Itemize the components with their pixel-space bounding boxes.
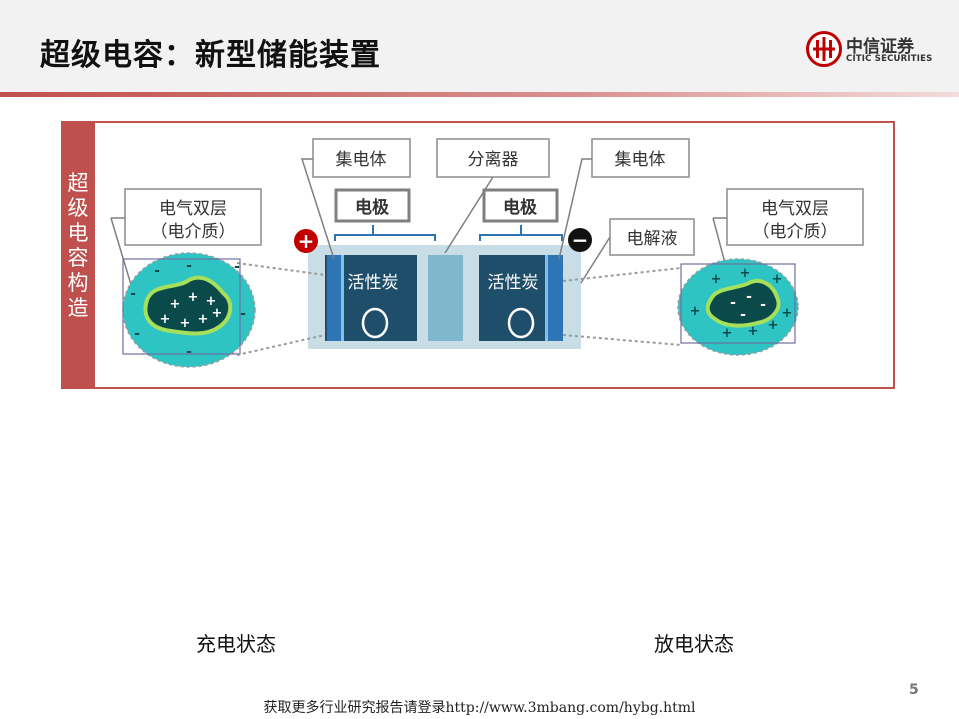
svg-text:-: - [234,259,240,275]
sidebar-label-char: 级 [67,196,89,220]
svg-text:+: + [748,324,759,339]
collector-right-callout [591,138,690,178]
sidebar-label-char: 容 [67,246,89,270]
separator-label: 分离器 [468,150,519,170]
logo-text-en: CITIC SECURITIES [846,54,933,64]
svg-text:+: + [722,326,733,341]
svg-text:−: − [572,228,589,252]
page-title: 超级电容：新型储能装置 [40,38,381,73]
sidebar-label-char: 电 [67,221,89,245]
svg-text:-: - [730,295,736,311]
collector-left-callout [312,138,411,178]
positive-terminal-icon [294,229,318,253]
svg-text:+: + [772,272,783,287]
svg-text:+: + [768,318,779,333]
discharged-grain [705,278,781,328]
svg-text:电气双层: 电气双层 [761,199,829,219]
electrode-right-label: 电极 [503,197,537,218]
double-layer-left-callout [124,188,262,246]
electrode-left-label: 电极 [355,197,389,218]
charged-plus-ions: +++ ++++ [160,290,223,331]
supercapacitor-diagram: 活性炭 活性炭 电极 电极 集电体 分离器 集电体 电解液 + − 电气双层 （… [110,138,864,368]
discharge-state-caption: 放电状态 [654,632,734,656]
carbon-right-label: 活性炭 [488,273,539,293]
footer-link-text[interactable]: 获取更多行业研究报告请登录http://www.3mbang.com/hybg.… [263,700,696,716]
svg-text:-: - [154,263,160,279]
svg-text:-: - [186,258,192,274]
diagram-sidebar: 超级电容构造 [61,121,95,387]
electrode-right-box [482,188,559,223]
svg-text:+: + [170,297,181,312]
carbon-left-label: 活性炭 [348,273,399,293]
sidebar-label-char: 超 [67,171,89,195]
svg-text:-: - [746,289,752,305]
electrode-left-box [334,188,411,223]
header-divider [0,92,959,97]
separator-plate [428,255,463,341]
charged-minus-ions: - - - - - - - [130,258,246,360]
slide-header [0,0,959,92]
svg-text:-: - [760,297,766,313]
charged-grain [143,275,233,336]
svg-text:+: + [711,272,722,287]
sidebar-label-char: 造 [67,296,89,320]
collector-right [547,255,563,341]
carbon-pore-right-icon [507,307,535,339]
svg-text:-: - [740,307,746,323]
svg-text:-: - [186,344,192,360]
logo-text-cn: 中信证券 [846,37,914,57]
svg-text:电气双层: 电气双层 [159,199,227,219]
double-layer-right-callout [726,188,864,246]
svg-text:-: - [240,306,246,322]
svg-text:+: + [690,304,701,319]
discharged-plus-ions: +++ +++ ++ [690,266,793,341]
collector-right-label: 集电体 [615,150,666,170]
svg-text:+: + [180,316,191,331]
svg-text:（电介质）: （电介质） [151,222,236,242]
svg-text:+: + [740,266,751,281]
svg-text:+: + [298,229,315,253]
svg-text:+: + [782,306,793,321]
electrolyte-label: 电解液 [627,229,678,249]
charge-state-caption: 充电状态 [196,632,276,656]
svg-text:（电介质）: （电介质） [753,222,838,242]
carbon-pore-left-icon [361,307,389,339]
page-number: 5 [909,682,919,698]
collector-left [327,255,343,341]
citic-logo: 中信证券 CITIC SECURITIES [806,30,956,70]
svg-text:-: - [130,286,136,302]
svg-text:-: - [134,326,140,342]
discharged-minus-ions: ---- [730,289,766,323]
sidebar-label-char: 构 [67,271,89,295]
collector-left-label: 集电体 [336,150,387,170]
svg-text:+: + [188,290,199,305]
svg-text:+: + [160,312,171,327]
negative-terminal-icon [568,228,592,252]
sidebar-label: 超级电容构造 [61,171,95,321]
svg-text:+: + [212,306,223,321]
svg-text:+: + [198,312,209,327]
electrolyte-callout [609,218,695,256]
citic-emblem-icon [806,31,842,67]
svg-text:+: + [206,294,217,309]
